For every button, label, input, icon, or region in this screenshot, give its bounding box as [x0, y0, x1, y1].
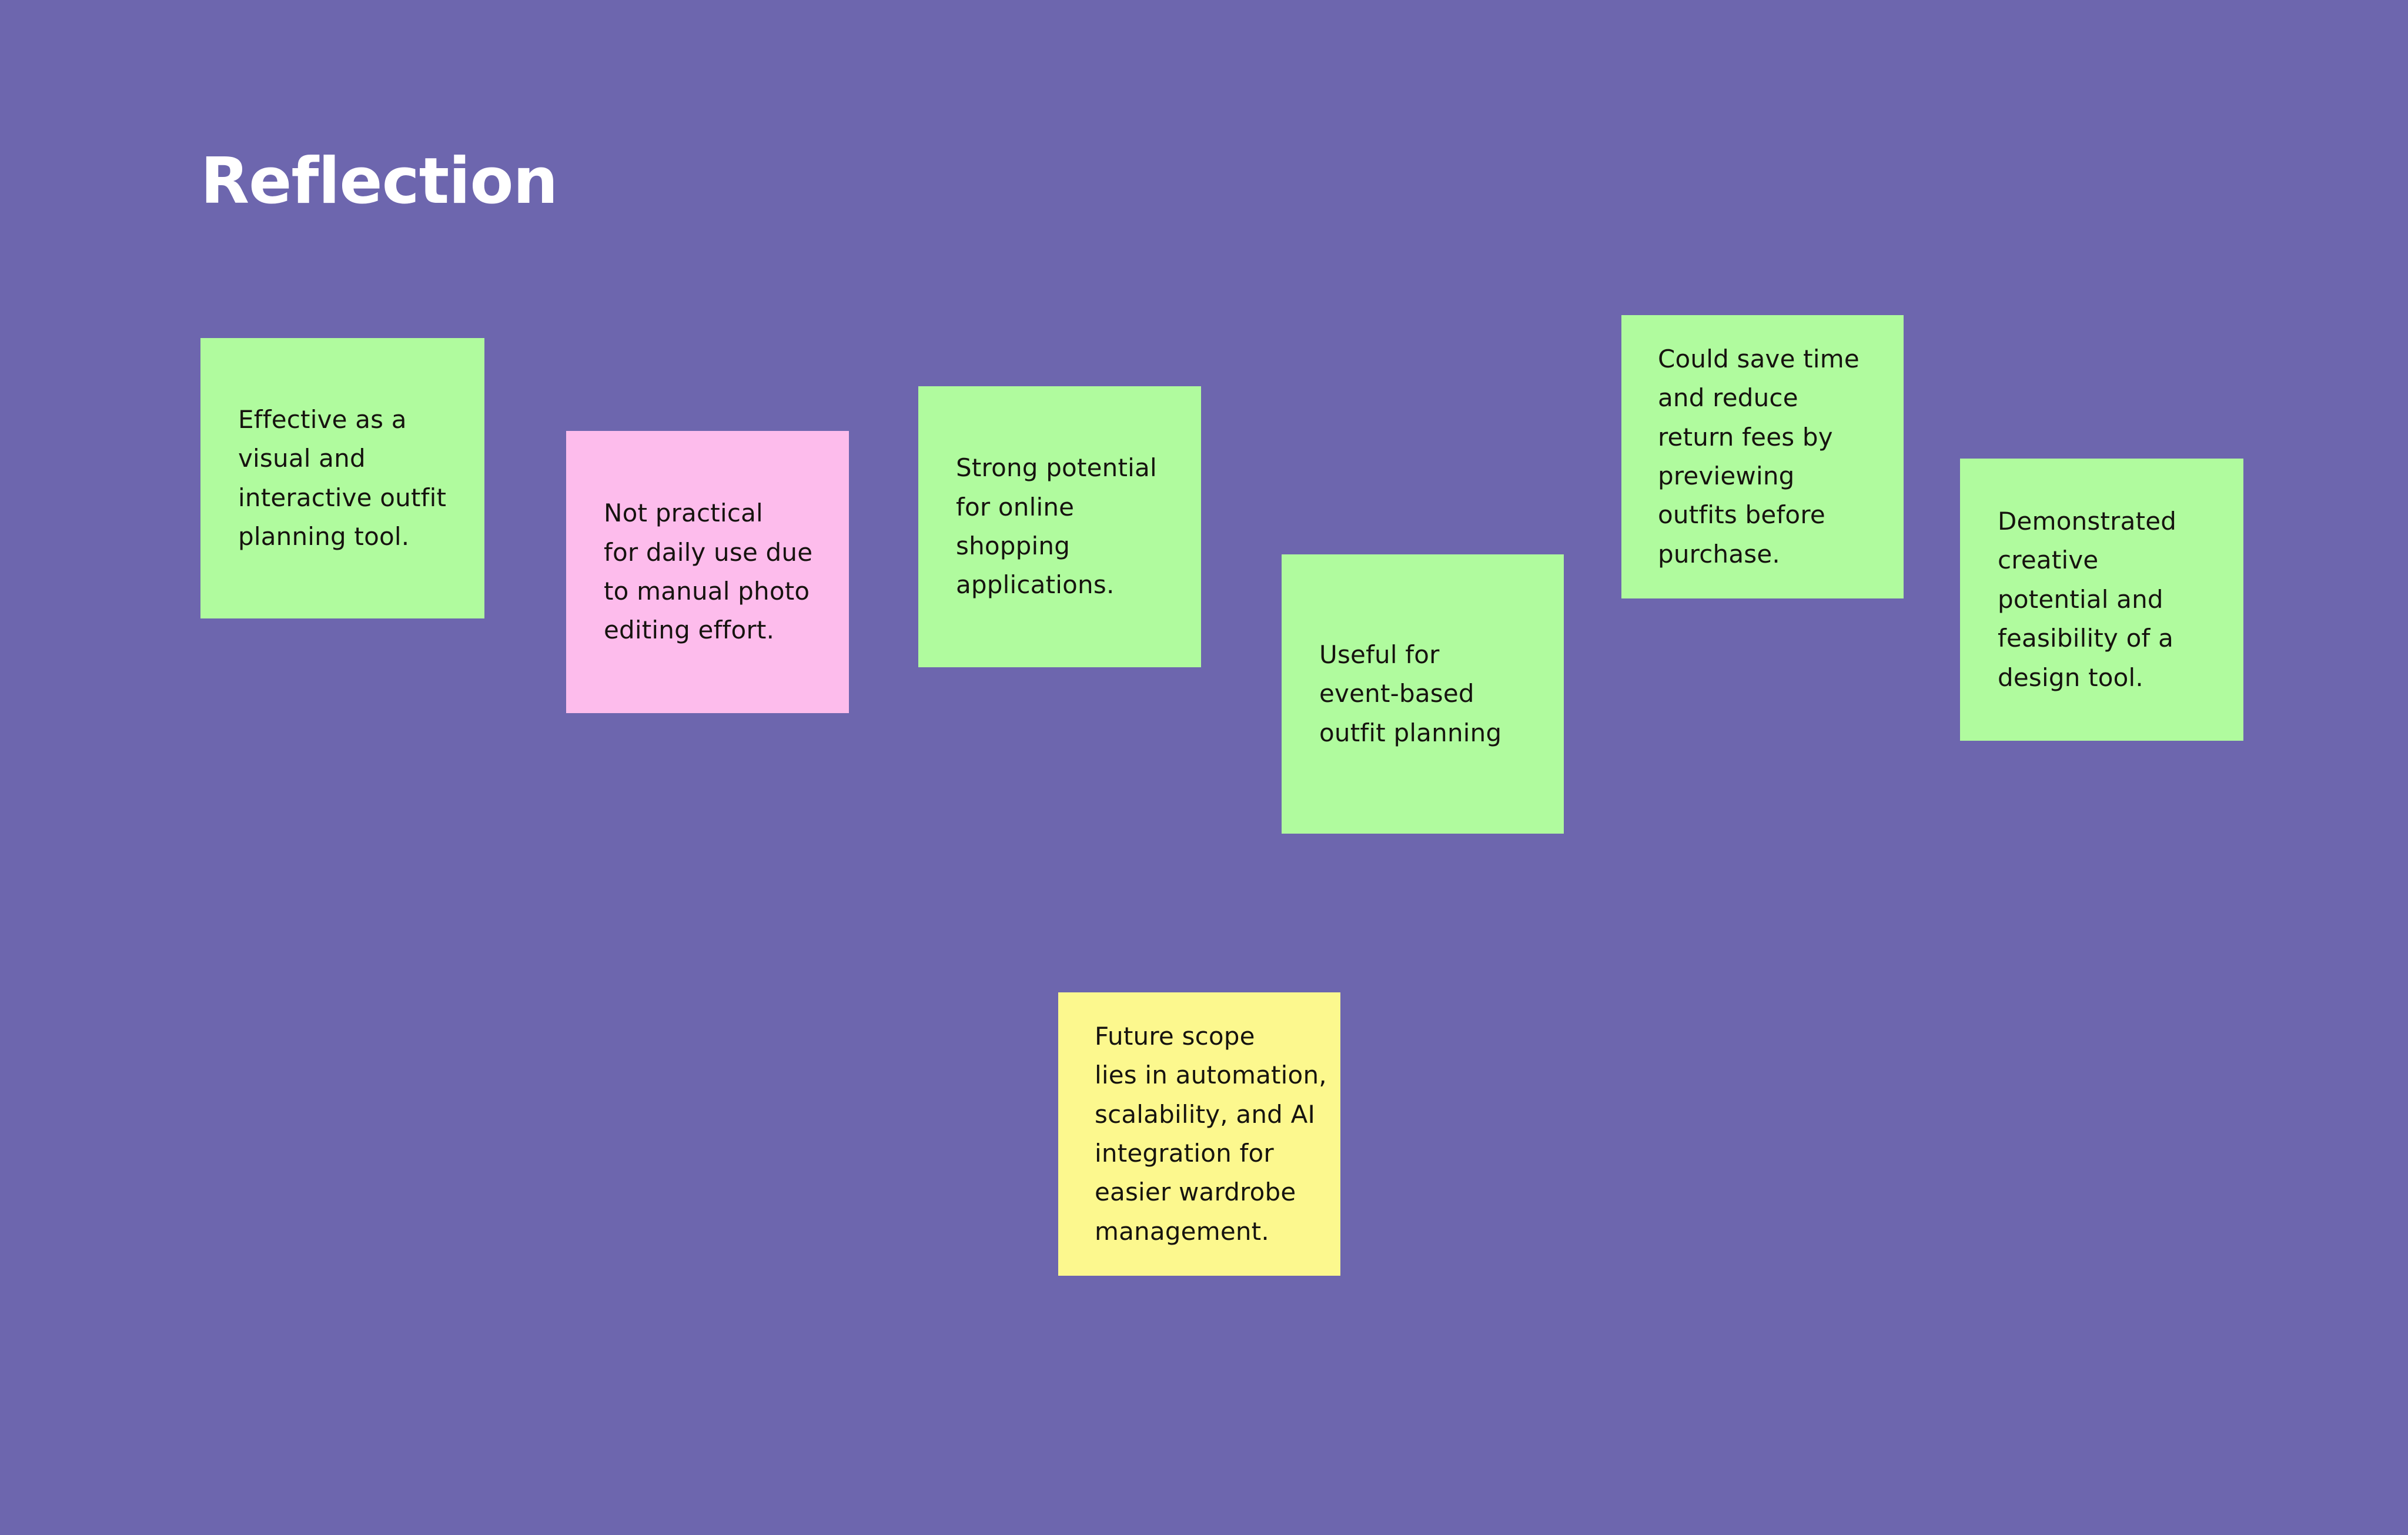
sticky-note[interactable]: Demonstrated creative potential and feas…	[1960, 459, 2243, 741]
sticky-note[interactable]: Could save time and reduce return fees b…	[1621, 315, 1904, 598]
sticky-note[interactable]: Not practical for daily use due to manua…	[566, 431, 849, 713]
sticky-note-text: Could save time and reduce return fees b…	[1658, 344, 1859, 568]
sticky-note-text: Demonstrated creative potential and feas…	[1998, 507, 2177, 692]
page-title: Reflection	[200, 145, 558, 218]
sticky-note-text: Future scope lies in automation, scalabi…	[1095, 1021, 1327, 1246]
sticky-note-text: Strong potential for online shopping app…	[956, 453, 1157, 600]
sticky-note[interactable]: Future scope lies in automation, scalabi…	[1058, 992, 1340, 1276]
sticky-note[interactable]: Effective as a visual and interactive ou…	[200, 338, 484, 618]
sticky-note-text: Effective as a visual and interactive ou…	[238, 404, 447, 551]
sticky-note[interactable]: Strong potential for online shopping app…	[918, 386, 1201, 667]
sticky-note-text: Not practical for daily use due to manua…	[604, 499, 813, 645]
sticky-note[interactable]: Useful for event-based outfit planning	[1282, 554, 1564, 834]
sticky-note-text: Useful for event-based outfit planning	[1319, 640, 1502, 747]
